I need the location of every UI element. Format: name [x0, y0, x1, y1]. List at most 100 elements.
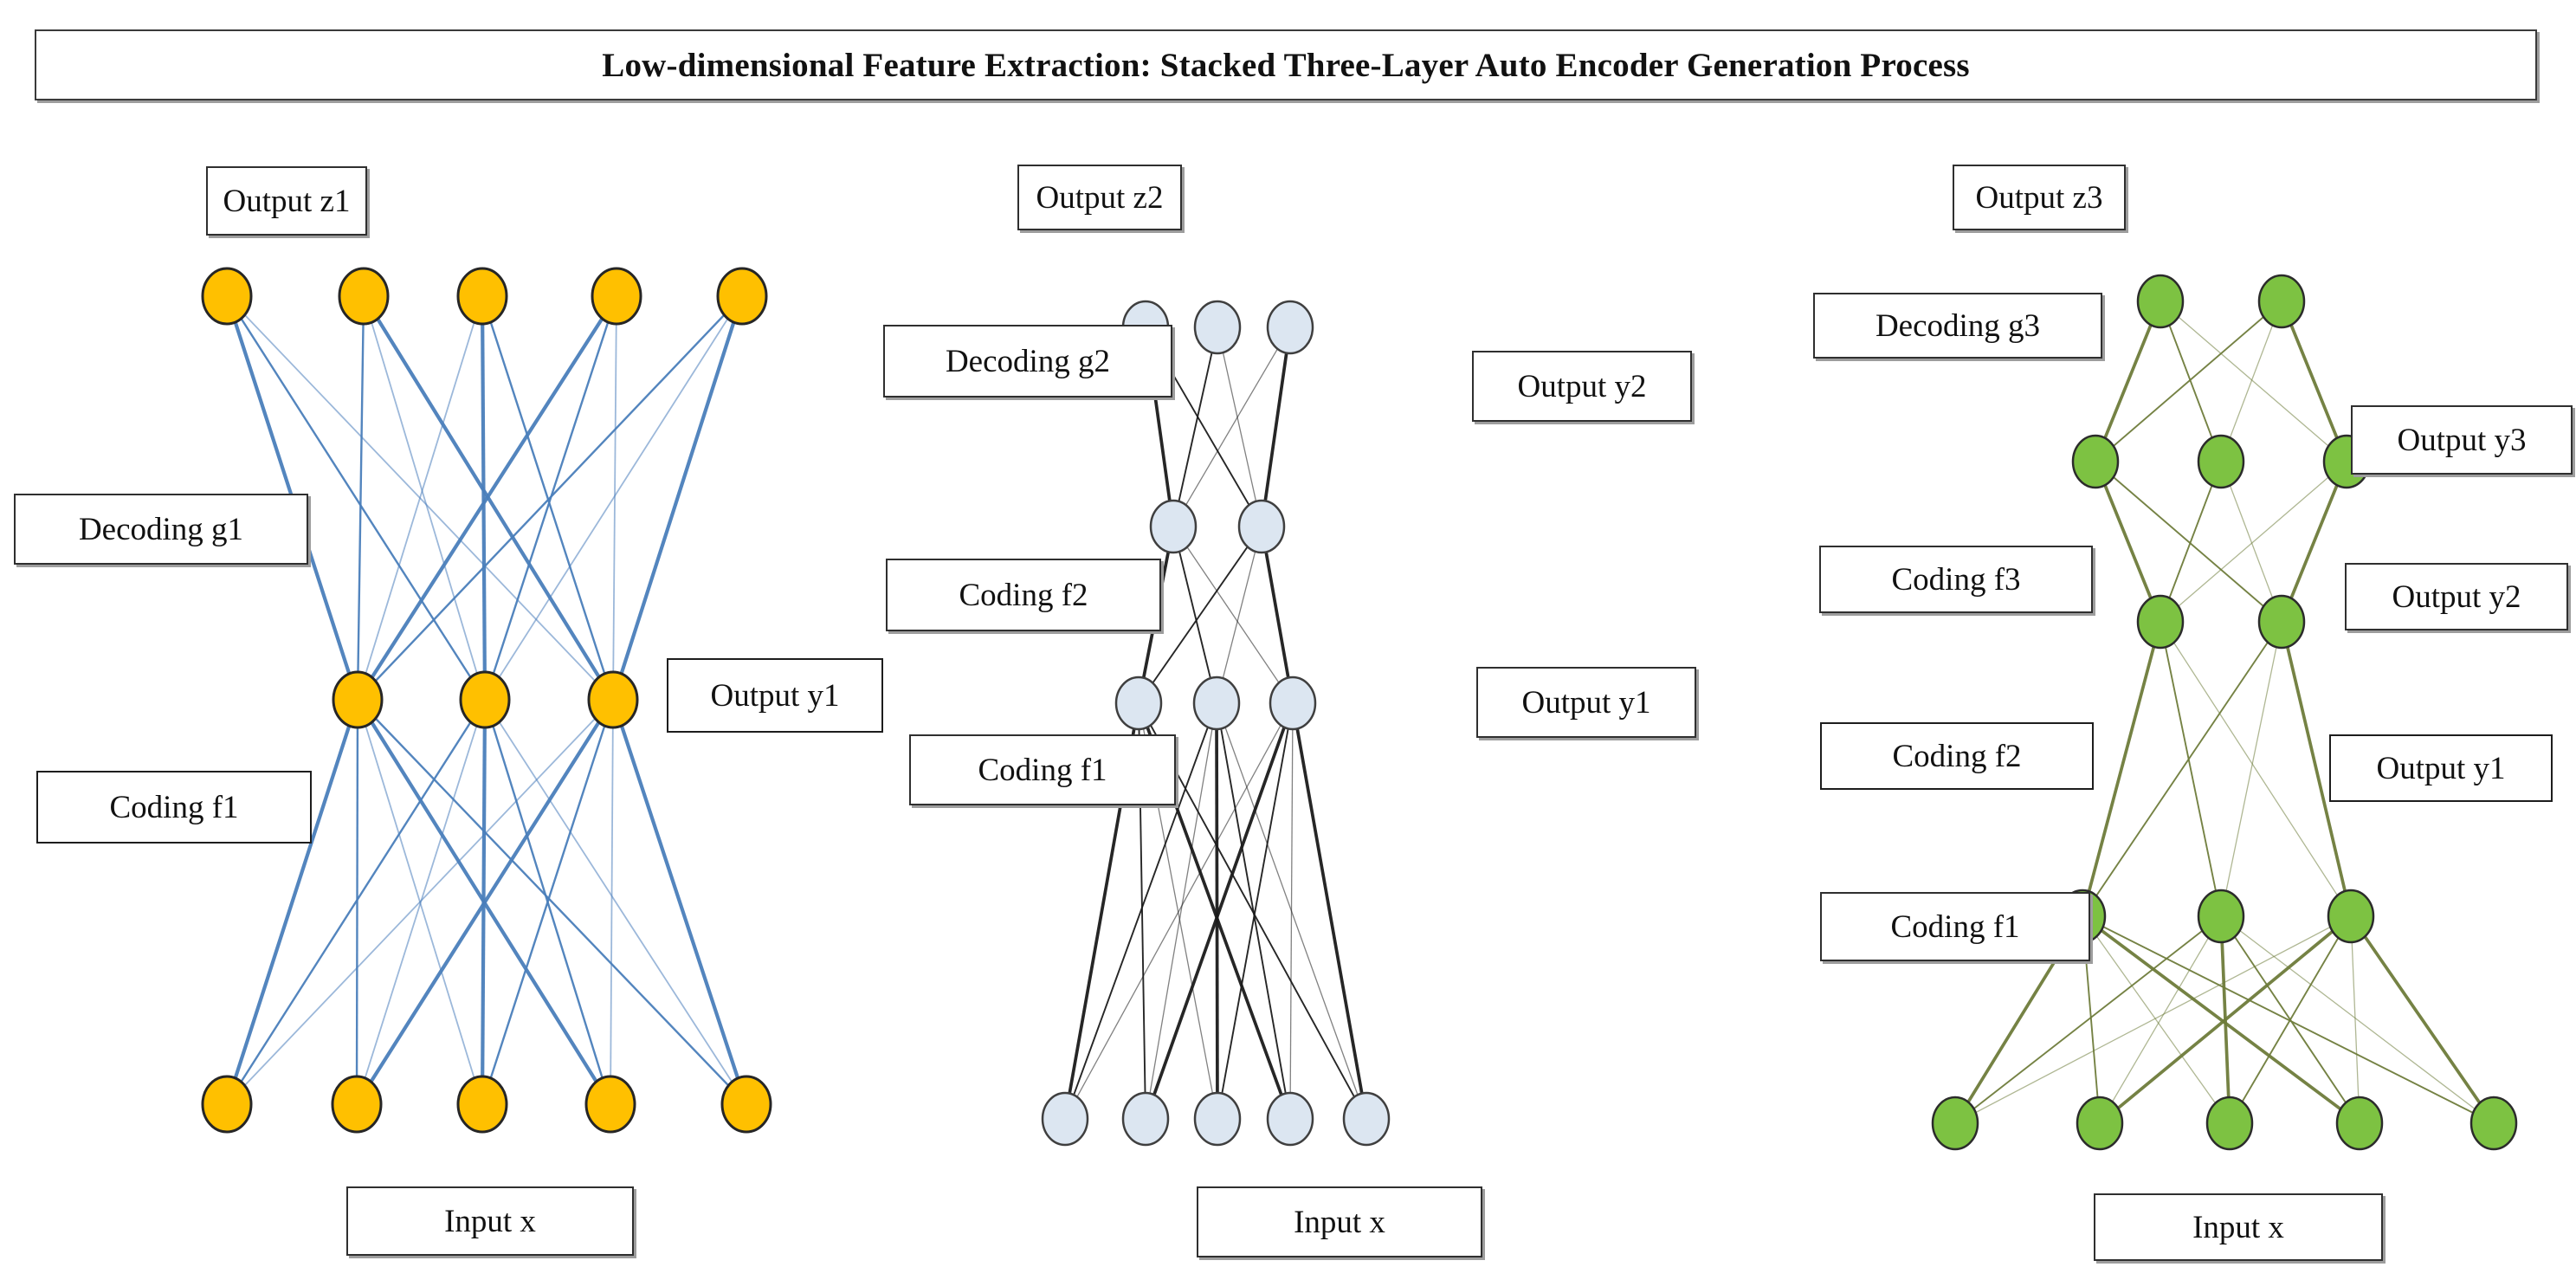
label-text: Output z2 [1036, 179, 1164, 216]
edge-z1-y1 [484, 295, 743, 701]
edge-z1-y1 [356, 295, 365, 701]
edge-y2-y1 [1216, 526, 1262, 704]
node-z1-5 [716, 267, 768, 326]
edge-y1-x [225, 699, 359, 1105]
edge-y3-y2 [2160, 461, 2222, 623]
edge-z1-y1 [363, 295, 486, 701]
label-ae3-coding-f1: Coding f1 [1820, 892, 2090, 961]
stage-1-autoencoder-panel: Output z1 Decoding g1 Output y1 Coding f1 In… [0, 0, 883, 1267]
edge-z1-y1 [480, 295, 487, 701]
node-x-2 [2076, 1096, 2124, 1151]
node-z1-1 [201, 267, 253, 326]
label-ae1-output-z1: Output z1 [206, 166, 367, 236]
label-text: Input x [2192, 1209, 2284, 1245]
node-z1-3 [456, 267, 508, 326]
edge-y2-y1 [2220, 621, 2282, 917]
edge-y2-y1 [2160, 621, 2352, 917]
label-text: Output y2 [1517, 368, 1647, 404]
edge-y1-x [2081, 915, 2361, 1125]
edge-y1-x [2082, 915, 2231, 1124]
node-x-1 [1931, 1096, 1979, 1151]
label-text: Output y1 [2376, 750, 2506, 786]
edge-z1-y1 [357, 295, 483, 701]
edge-y2-y1 [2280, 621, 2353, 917]
edge-z3-y3 [2095, 301, 2282, 462]
node-y3-1 [2071, 434, 2120, 489]
node-y2-1 [1149, 499, 1198, 554]
label-ae3-output-y2: Output y2 [2345, 563, 2568, 630]
edge-y1-x [1144, 702, 1294, 1120]
edge-y1-x [2349, 915, 2495, 1125]
edge-z1-y1 [356, 294, 618, 701]
label-text: Output y1 [710, 677, 840, 714]
label-ae2-output-y2: Output y2 [1472, 351, 1692, 422]
stage-3-network-graph [1931, 274, 2518, 1151]
node-z3-1 [2136, 274, 2185, 329]
node-x-3 [1193, 1091, 1242, 1147]
node-x-1 [201, 1075, 253, 1134]
edge-y1-x [226, 699, 614, 1105]
node-y1-2 [1192, 676, 1241, 731]
edge-z1-y1 [357, 295, 743, 701]
edge-z1-y1 [481, 295, 615, 701]
label-text: Input x [444, 1203, 536, 1239]
edge-y1-x [355, 698, 615, 1106]
edge-y1-x [1216, 702, 1291, 1120]
label-ae3-output-y1: Output y1 [2329, 734, 2553, 802]
edge-y2-y1 [1172, 526, 1217, 704]
label-text: Input x [1294, 1204, 1385, 1240]
edge-y1-x [2220, 915, 2495, 1124]
node-x-5 [720, 1075, 772, 1134]
edge-y1-x [2229, 915, 2352, 1124]
node-y2-1 [2136, 594, 2185, 650]
edge-y1-x [225, 699, 487, 1105]
edge-y2-y1 [2160, 621, 2222, 917]
edge-y1-x [1954, 915, 2222, 1124]
edge-y3-y2 [2095, 461, 2282, 623]
node-x-1 [1041, 1091, 1089, 1147]
node-y1-3 [587, 670, 639, 729]
node-z2-2 [1193, 300, 1242, 355]
edge-y3-y2 [2094, 461, 2162, 623]
edge-z2-y2 [1172, 326, 1218, 527]
label-ae1-input-x: Input x [346, 1186, 634, 1256]
node-x-2 [1121, 1091, 1170, 1147]
label-ae2-input-x: Input x [1197, 1186, 1482, 1257]
edge-y1-x [1289, 702, 1294, 1120]
edge-y3-y2 [2220, 461, 2282, 623]
edge-y2-y1 [1260, 526, 1294, 704]
label-text: Output y1 [1521, 684, 1651, 721]
edge-y1-x [481, 699, 615, 1105]
edge-z3-y3 [2160, 301, 2222, 462]
edge-y3-y2 [2280, 461, 2348, 623]
edge-y1-x [1145, 702, 1217, 1120]
edge-z2-y2 [1217, 326, 1262, 527]
node-z1-4 [591, 267, 642, 326]
node-x-5 [1342, 1091, 1391, 1147]
label-text: Output y3 [2397, 422, 2527, 458]
label-ae3-decoding-g3: Decoding g3 [1813, 293, 2102, 359]
edge-y1-x [2098, 915, 2353, 1125]
edge-z3-y3 [2220, 301, 2282, 462]
label-ae1-coding-f1: Coding f1 [36, 771, 312, 844]
label-text: Coding f1 [109, 789, 239, 825]
edge-z1-y1 [610, 295, 745, 701]
node-y1-2 [459, 670, 511, 729]
node-x-3 [2205, 1096, 2254, 1151]
label-text: Coding f2 [1892, 738, 2022, 774]
node-y1-1 [332, 670, 384, 729]
label-ae3-output-z3: Output z3 [1953, 165, 2126, 230]
label-text: Decoding g1 [78, 511, 244, 547]
label-ae3-input-x: Input x [2094, 1193, 2383, 1261]
page-title: Low-dimensional Feature Extraction: Stac… [602, 46, 1970, 84]
edge-z3-y3 [2094, 301, 2162, 462]
label-ae2-output-z2: Output z2 [1017, 165, 1182, 230]
label-text: Output y2 [2392, 579, 2521, 615]
label-ae2-coding-f1: Coding f1 [909, 734, 1176, 805]
label-text: Decoding g2 [945, 343, 1111, 379]
node-x-3 [456, 1075, 508, 1134]
edge-y1-x [484, 699, 747, 1105]
edge-y1-x [2082, 915, 2495, 1124]
